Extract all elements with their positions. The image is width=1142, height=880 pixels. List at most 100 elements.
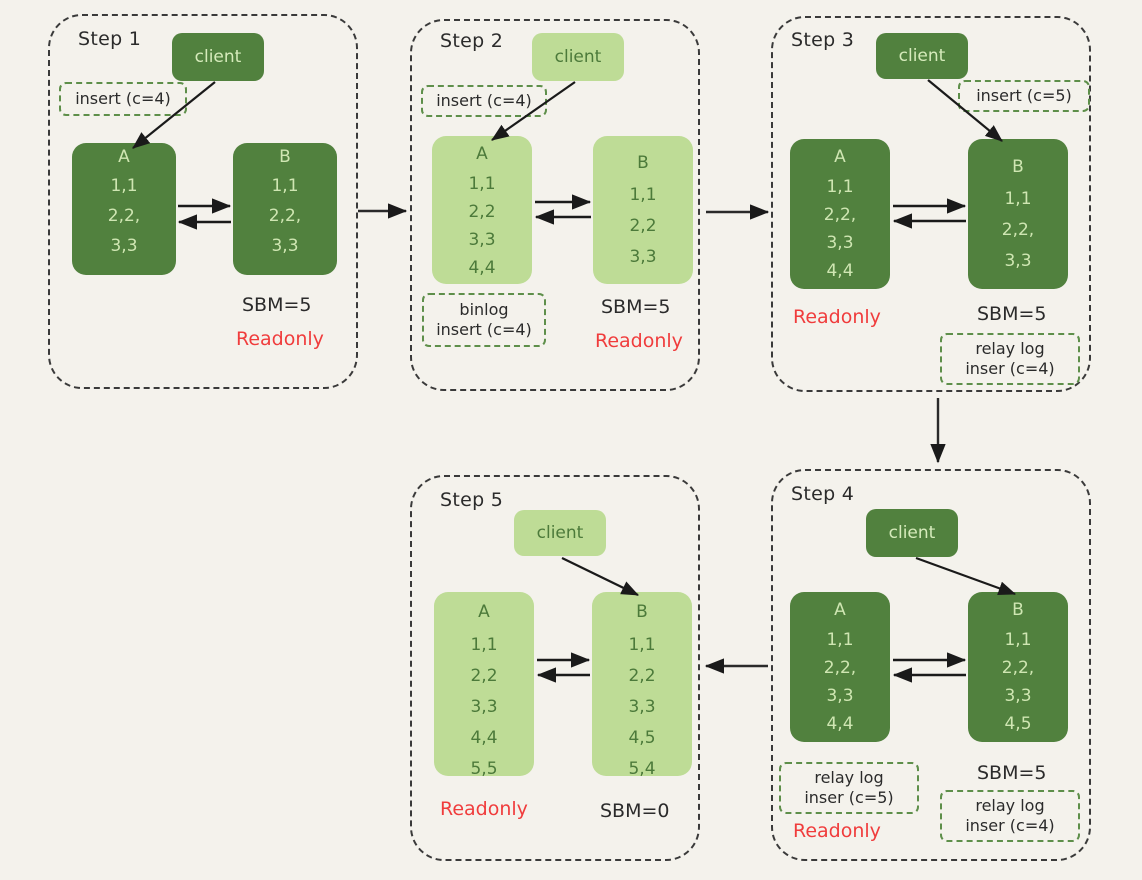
step-3-node-a-row-3: 3,3	[826, 233, 854, 253]
step-1-insert-tag: insert (c=4)	[59, 82, 187, 116]
step-3-node-b: B 1,1 2,2, 3,3	[968, 139, 1068, 289]
step-4-relay-a-tag-line1: relay log	[814, 768, 884, 788]
step-2-binlog-tag: binlog insert (c=4)	[422, 293, 546, 347]
step-2-node-a: A 1,1 2,2 3,3 4,4	[432, 136, 532, 284]
step-2-insert-tag: insert (c=4)	[421, 85, 547, 117]
step-4-node-b-row-3: 3,3	[1004, 686, 1032, 706]
step-4-relay-b-tag: relay log inser (c=4)	[940, 790, 1080, 842]
step-2-client-box: client	[532, 33, 624, 81]
step-3-node-a-row-2: 2,2,	[823, 205, 857, 225]
step-5-node-b-title: B	[636, 602, 648, 622]
step-5-node-a-row-5: 5,5	[470, 759, 498, 779]
step-4-title: Step 4	[791, 483, 855, 505]
step-4-client-box: client	[866, 509, 958, 557]
step-3-node-a-row-1: 1,1	[826, 177, 854, 197]
step-4-node-a-row-3: 3,3	[826, 686, 854, 706]
step-5-node-a-row-4: 4,4	[470, 728, 498, 748]
step-3-node-b-row-2: 2,2,	[1001, 220, 1035, 240]
step-2-panel	[410, 19, 700, 391]
step-2-binlog-tag-line1: binlog	[459, 300, 509, 320]
step-2-readonly-label: Readonly	[595, 330, 683, 352]
step-4-node-a-row-4: 4,4	[826, 714, 854, 734]
step-2-node-b-row-3: 3,3	[629, 247, 657, 267]
step-4-node-b-row-4: 4,5	[1004, 714, 1032, 734]
step-3-sbm-label: SBM=5	[977, 303, 1047, 325]
step-4-node-b: B 1,1 2,2, 3,3 4,5	[968, 592, 1068, 742]
step-2-node-a-title: A	[476, 144, 488, 164]
step-5-node-b: B 1,1 2,2 3,3 4,5 5,4	[592, 592, 692, 779]
step-5-node-a-title: A	[478, 602, 490, 622]
step-3-client-box: client	[876, 33, 968, 79]
step-5-readonly-label: Readonly	[440, 798, 528, 820]
step-3-relay-tag: relay log inser (c=4)	[940, 333, 1080, 385]
step-5-node-b-row-1: 1,1	[628, 635, 656, 655]
step-5-client-box: client	[514, 510, 606, 556]
step-4-panel	[771, 469, 1091, 861]
step-2-node-a-row-2: 2,2	[468, 202, 496, 222]
step-2-sbm-label: SBM=5	[601, 296, 671, 318]
step-2-node-b-row-1: 1,1	[629, 185, 657, 205]
step-5-node-b-row-3: 3,3	[628, 697, 656, 717]
step-3-node-a-title: A	[834, 147, 846, 167]
step-1-panel	[48, 14, 358, 389]
step-3-insert-tag: insert (c=5)	[958, 80, 1090, 112]
step-3-insert-tag-line1: insert (c=5)	[976, 86, 1072, 106]
step-3-panel	[771, 16, 1091, 392]
step-5-node-a: A 1,1 2,2 3,3 4,4 5,5	[434, 592, 534, 779]
step-1-insert-tag-line1: insert (c=4)	[75, 89, 171, 109]
step-3-node-b-title: B	[1012, 157, 1024, 177]
step-4-node-a-row-2: 2,2,	[823, 658, 857, 678]
step-5-node-a-row-2: 2,2	[470, 666, 498, 686]
step-3-node-a-row-4: 4,4	[826, 261, 854, 281]
step-2-insert-tag-line1: insert (c=4)	[436, 91, 532, 111]
step-2-node-b: B 1,1 2,2 3,3	[593, 136, 693, 284]
step-3-relay-tag-line2: inser (c=4)	[965, 359, 1055, 378]
step-2-node-b-row-2: 2,2	[629, 216, 657, 236]
step-1-node-b-title: B	[279, 147, 291, 167]
step-2-binlog-tag-line2: insert (c=4)	[436, 320, 532, 339]
step-1-sbm-label: SBM=5	[242, 294, 312, 316]
step-1-node-a-row-1: 1,1	[110, 176, 138, 196]
step-3-node-a: A 1,1 2,2, 3,3 4,4	[790, 139, 890, 289]
step-2-node-b-title: B	[637, 153, 649, 173]
step-4-relay-a-tag-line2: inser (c=5)	[804, 788, 894, 807]
step-5-node-a-row-3: 3,3	[470, 697, 498, 717]
step-5-node-b-row-5: 5,4	[628, 759, 656, 779]
step-1-title: Step 1	[78, 28, 142, 50]
step-3-relay-tag-line1: relay log	[975, 339, 1045, 359]
step-1-node-b-row-2: 2,2,	[268, 206, 302, 226]
step-3-title: Step 3	[791, 29, 855, 51]
step-4-node-a-row-1: 1,1	[826, 630, 854, 650]
step-1-client-box: client	[172, 33, 264, 81]
step-4-relay-a-tag: relay log inser (c=5)	[779, 762, 919, 814]
step-4-node-a-title: A	[834, 600, 846, 620]
step-4-readonly-label: Readonly	[793, 820, 881, 842]
step-5-sbm-label: SBM=0	[600, 800, 670, 822]
step-3-node-b-row-1: 1,1	[1004, 189, 1032, 209]
step-1-node-b: B 1,1 2,2, 3,3	[233, 143, 337, 275]
step-4-node-b-row-2: 2,2,	[1001, 658, 1035, 678]
step-4-relay-b-tag-line1: relay log	[975, 796, 1045, 816]
step-3-node-b-row-3: 3,3	[1004, 251, 1032, 271]
step-2-title: Step 2	[440, 30, 504, 52]
step-1-node-b-row-3: 3,3	[271, 236, 299, 256]
step-2-node-a-row-4: 4,4	[468, 258, 496, 278]
step-5-node-a-row-1: 1,1	[470, 635, 498, 655]
step-1-node-a-row-2: 2,2,	[107, 206, 141, 226]
step-5-title: Step 5	[440, 489, 504, 511]
step-4-sbm-label: SBM=5	[977, 762, 1047, 784]
step-4-relay-b-tag-line2: inser (c=4)	[965, 816, 1055, 835]
step-5-panel	[410, 475, 700, 861]
step-4-node-b-title: B	[1012, 600, 1024, 620]
step-3-readonly-label: Readonly	[793, 306, 881, 328]
step-5-node-b-row-4: 4,5	[628, 728, 656, 748]
step-1-node-a-row-3: 3,3	[110, 236, 138, 256]
step-1-node-a: A 1,1 2,2, 3,3	[72, 143, 176, 275]
step-1-node-b-row-1: 1,1	[271, 176, 299, 196]
step-4-node-b-row-1: 1,1	[1004, 630, 1032, 650]
step-5-node-b-row-2: 2,2	[628, 666, 656, 686]
step-4-node-a: A 1,1 2,2, 3,3 4,4	[790, 592, 890, 742]
step-2-node-a-row-3: 3,3	[468, 230, 496, 250]
step-1-node-a-title: A	[118, 147, 130, 167]
